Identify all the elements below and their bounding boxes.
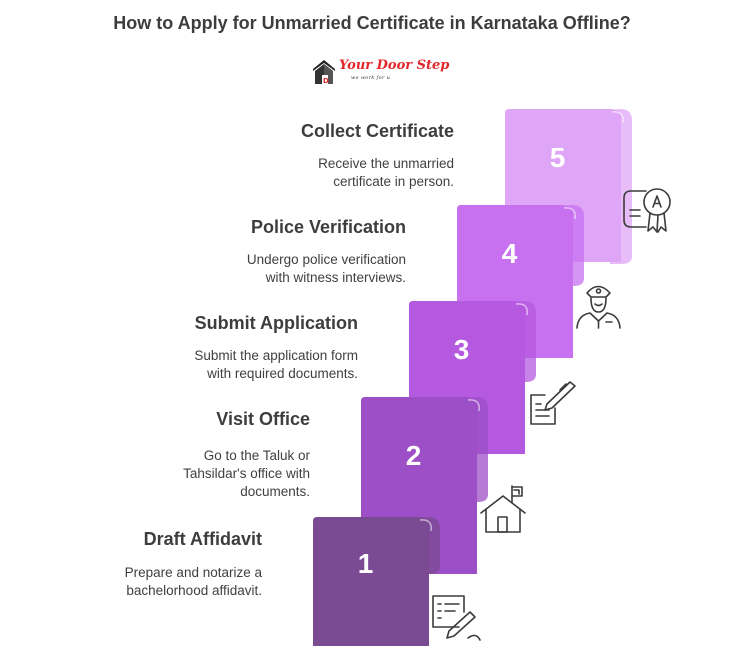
step-5-description: Receive the unmarried certificate in per… xyxy=(318,156,454,189)
step-3-title: Submit Application xyxy=(194,313,358,333)
step-1-number: 1 xyxy=(358,548,374,579)
step-1-description: Prepare and notarize a bachelorhood affi… xyxy=(124,565,262,598)
application-form-icon xyxy=(530,381,576,425)
step-4-title: Police Verification xyxy=(250,217,406,237)
step-5-title: Collect Certificate xyxy=(300,121,454,141)
office-building-flag-icon xyxy=(480,485,526,533)
step-2-number: 2 xyxy=(406,440,422,471)
step-1-ribbon: 1 xyxy=(313,517,440,646)
svg-text:D: D xyxy=(323,77,329,85)
step-2-title: Visit Office xyxy=(216,409,310,429)
certificate-award-icon xyxy=(623,188,671,233)
step-4-number: 4 xyxy=(502,238,518,269)
house-logo-icon: D xyxy=(313,60,335,85)
logo-wordmark: Your Door Step xyxy=(339,58,450,73)
logo-tagline: we work for u xyxy=(351,75,391,81)
step-4-description: Undergo police verification with witness… xyxy=(246,252,406,285)
step-1-title: Draft Affidavit xyxy=(143,529,262,549)
affidavit-writing-icon xyxy=(432,595,481,641)
police-officer-icon xyxy=(576,285,621,329)
page-title: How to Apply for Unmarried Certificate i… xyxy=(113,13,631,33)
step-5-number: 5 xyxy=(550,142,566,173)
step-2-description: Go to the Taluk or Tahsildar's office wi… xyxy=(183,448,310,499)
brand-logo: D Your Door Step we work for u xyxy=(311,57,449,89)
step-3-description: Submit the application form with require… xyxy=(194,348,358,381)
step-3-number: 3 xyxy=(454,334,470,365)
